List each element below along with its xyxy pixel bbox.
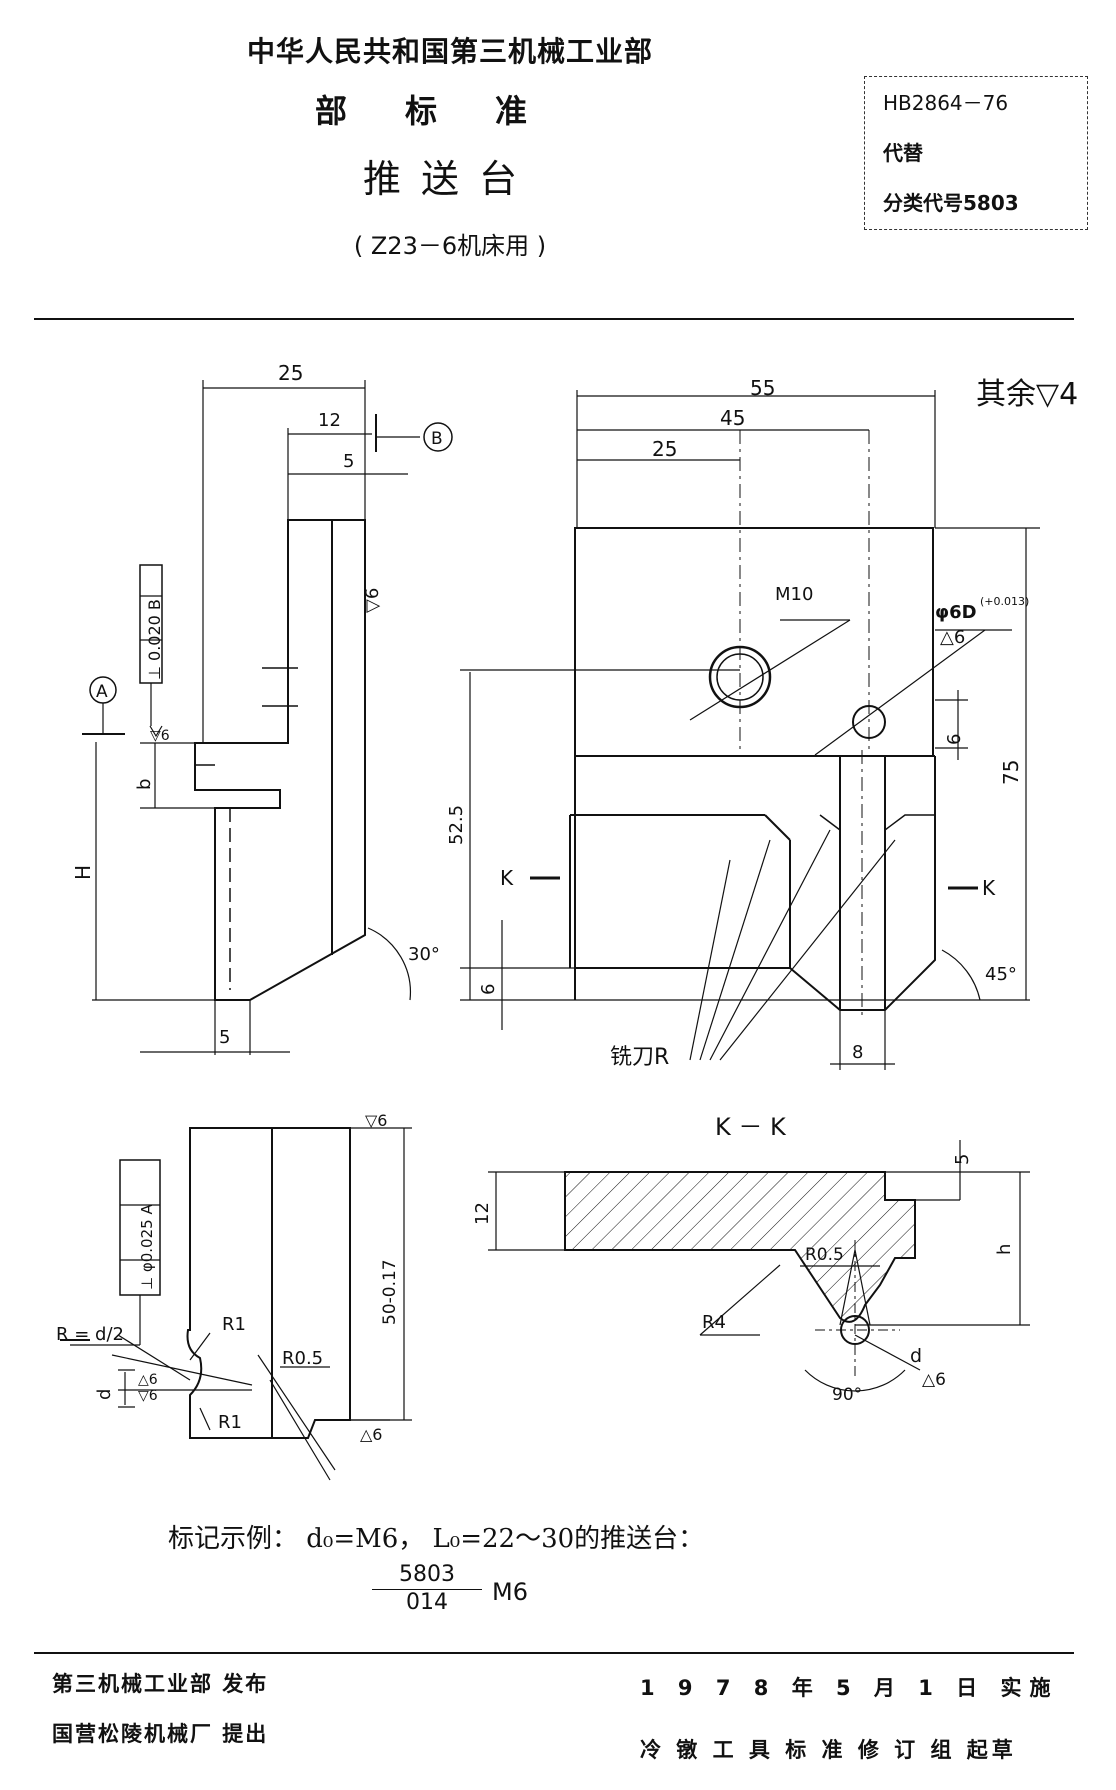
dim-52-5: 52.5 — [446, 805, 467, 845]
rough-6c: ▽6 — [365, 1111, 387, 1130]
section-kk-label: K － K — [715, 1113, 787, 1141]
document-subtitle: ( Z23－6机床用 ) — [353, 232, 547, 260]
rough-6-small: ▽6 — [150, 728, 170, 744]
fraction-suffix: M6 — [492, 1578, 528, 1606]
bore-tol: (+0.013) — [980, 595, 1029, 608]
standard-info-box: HB2864－76 代替 分类代号5803 — [864, 76, 1088, 230]
replaces-label: 代替 — [883, 141, 923, 165]
dim-h: h — [994, 1244, 1015, 1255]
radius-r4: R4 — [702, 1312, 726, 1333]
drafter: 冷 镦 工 具 标 准 修 订 组 起草 — [640, 1738, 1017, 1762]
dim-b: b — [134, 779, 155, 790]
tol-020: ⊥ 0.020 B — [145, 599, 164, 680]
rough-6g: △6 — [922, 1370, 946, 1390]
radius-eq: R = d/2 — [56, 1324, 124, 1345]
header-rule — [34, 318, 1074, 320]
section-kk: K － K 5 12 h R0.5 R4 90° d △6 — [472, 1113, 1030, 1405]
thread-m10: M10 — [775, 584, 813, 605]
footer-rule — [34, 1652, 1074, 1654]
standard-number: HB2864－76 — [883, 91, 1009, 115]
section-k-right: K — [982, 876, 996, 900]
dim-25b: 25 — [652, 437, 677, 461]
dim-h-upper: H — [71, 865, 95, 880]
dim-55: 55 — [750, 376, 775, 400]
dim-5a: 5 — [343, 451, 354, 472]
dim-d: d — [94, 1389, 115, 1400]
roughness-note: 其余▽4 — [976, 377, 1078, 412]
front-view: 55 45 25 M10 φ6D (+0.013) △6 6 75 52.5 K… — [446, 376, 1040, 1070]
datum-a: A — [96, 682, 108, 702]
document-title: 推送台 — [362, 157, 537, 201]
dim-5b: 5 — [219, 1027, 230, 1048]
dim-50: 50-0.17 — [380, 1259, 400, 1325]
standard-type: 部标准 — [314, 92, 585, 130]
angle-30: 30° — [408, 944, 440, 965]
ministry-title: 中华人民共和国第三机械工业部 — [246, 35, 653, 68]
rough-6b: △6 — [940, 627, 965, 648]
dim-5c: 5 — [952, 1154, 973, 1165]
dim-25a: 25 — [278, 361, 303, 385]
side-view: ▽6 25 12 5 B A ⊥ 0.020 B b H 30° 5 ▽6 — [71, 361, 453, 1055]
radius-r05-detail: R0.5 — [282, 1348, 323, 1369]
proposer: 国营松陵机械厂 提出 — [52, 1722, 269, 1746]
milling-cutter-label: 铣刀R — [610, 1045, 669, 1070]
rough-6f: △6 — [360, 1425, 382, 1444]
angle-90: 90° — [832, 1385, 862, 1405]
angle-45: 45° — [985, 964, 1017, 985]
dim-12b: 12 — [472, 1202, 493, 1225]
dim-6a: 6 — [944, 734, 965, 745]
dim-d2: d — [910, 1345, 922, 1367]
implementation-date: 1 9 7 8 年 5 月 1 日 实施 — [640, 1676, 1059, 1700]
marking-fraction: 5803 014 — [372, 1562, 482, 1615]
dim-45: 45 — [720, 406, 745, 430]
section-k-left: K — [500, 866, 514, 890]
publisher: 第三机械工业部 发布 — [52, 1672, 269, 1696]
dim-6b: 6 — [478, 984, 499, 995]
datum-b: B — [431, 429, 443, 449]
marking-example: 标记示例： d₀=M6， L₀=22～30的推送台： — [168, 1524, 705, 1554]
detail-view: ▽6 ⊥ φ0.025 A R = d/2 d △6 ▽6 R1 R1 R0.5… — [56, 1111, 412, 1481]
dim-8: 8 — [852, 1042, 863, 1063]
class-code: 分类代号5803 — [883, 191, 1019, 215]
dim-rough-6a: ▽6 — [362, 588, 383, 613]
fraction-bottom: 014 — [406, 1590, 448, 1615]
bore-phi6d: φ6D — [935, 602, 977, 623]
radius-r05-section: R0.5 — [805, 1245, 844, 1265]
fraction-top: 5803 — [372, 1562, 482, 1590]
rough-6e: ▽6 — [138, 1388, 158, 1404]
dim-75: 75 — [999, 760, 1023, 785]
dim-12: 12 — [318, 410, 341, 431]
radius-r1-top: R1 — [222, 1314, 246, 1335]
radius-r1-bottom: R1 — [218, 1412, 242, 1433]
rough-6d: △6 — [138, 1372, 158, 1388]
tol-025: ⊥ φ0.025 A — [138, 1204, 156, 1290]
